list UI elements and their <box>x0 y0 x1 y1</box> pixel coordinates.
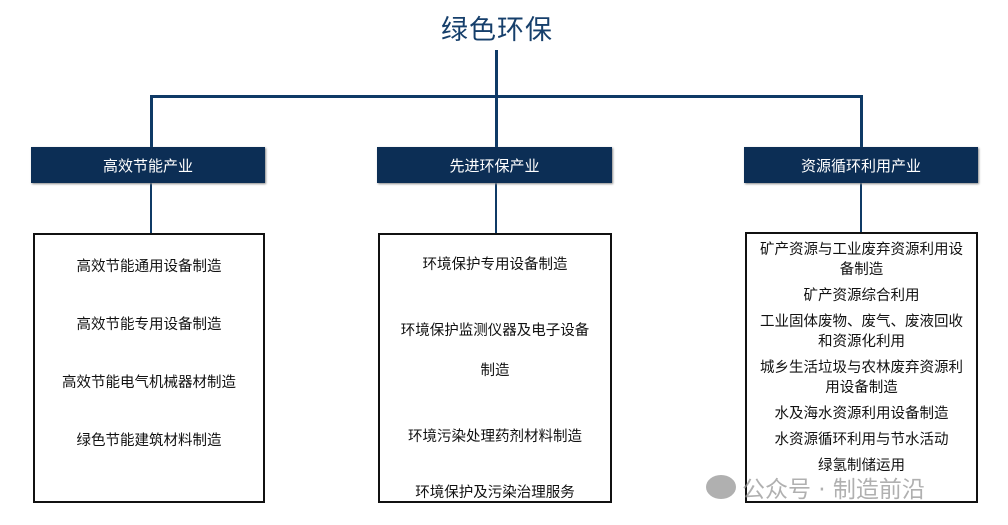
watermark: 公众号 · 制造前沿 <box>706 470 925 504</box>
items-box-energy: 高效节能通用设备制造 高效节能专用设备制造 高效节能电气机械器材制造 绿色节能建… <box>33 233 265 503</box>
connector <box>495 183 497 233</box>
list-item: 环境保护监测仪器及电子设备制造 <box>400 323 590 379</box>
list-item: 环境污染处理药剂材料制造 <box>408 429 582 445</box>
list-item: 高效节能专用设备制造 <box>76 317 222 333</box>
category-header-recycling: 资源循环利用产业 <box>744 147 978 183</box>
items-box-environment: 环境保护专用设备制造 环境保护监测仪器及电子设备制造 环境污染处理药剂材料制造 … <box>378 233 612 503</box>
list-item: 绿氢制储运用 <box>818 458 905 474</box>
list-item: 工业固体废物、废气、废液回收和资源化利用 <box>760 314 963 350</box>
list-item: 城乡生活垃圾与农林废弃资源利用设备制造 <box>760 360 963 396</box>
category-header-energy: 高效节能产业 <box>31 147 265 183</box>
list-item: 高效节能通用设备制造 <box>76 259 222 275</box>
connector <box>150 95 862 98</box>
list-item: 环境保护专用设备制造 <box>422 257 568 273</box>
watermark-text: 公众号 · 制造前沿 <box>742 477 925 503</box>
items-box-recycling: 矿产资源与工业废弃资源利用设备制造 矿产资源综合利用 工业固体废物、废气、废液回… <box>745 232 978 503</box>
root-title: 绿色环保 <box>441 15 553 46</box>
connector <box>495 50 498 147</box>
category-label: 先进环保产业 <box>449 156 540 175</box>
connector <box>150 95 153 147</box>
list-item: 水及海水资源利用设备制造 <box>774 406 949 422</box>
list-item: 绿色节能建筑材料制造 <box>76 433 222 449</box>
list-item: 矿产资源与工业废弃资源利用设备制造 <box>760 242 963 278</box>
category-label: 资源循环利用产业 <box>800 156 921 175</box>
list-item: 高效节能电气机械器材制造 <box>62 375 236 391</box>
connector <box>860 183 862 233</box>
list-item: 矿产资源综合利用 <box>803 288 920 304</box>
connector <box>860 95 863 147</box>
category-header-environment: 先进环保产业 <box>377 147 612 183</box>
wechat-icon <box>706 475 736 499</box>
list-item: 水资源循环利用与节水活动 <box>774 432 949 448</box>
list-item: 环境保护及污染治理服务 <box>415 485 575 501</box>
category-label: 高效节能产业 <box>102 156 193 175</box>
connector <box>150 183 152 233</box>
